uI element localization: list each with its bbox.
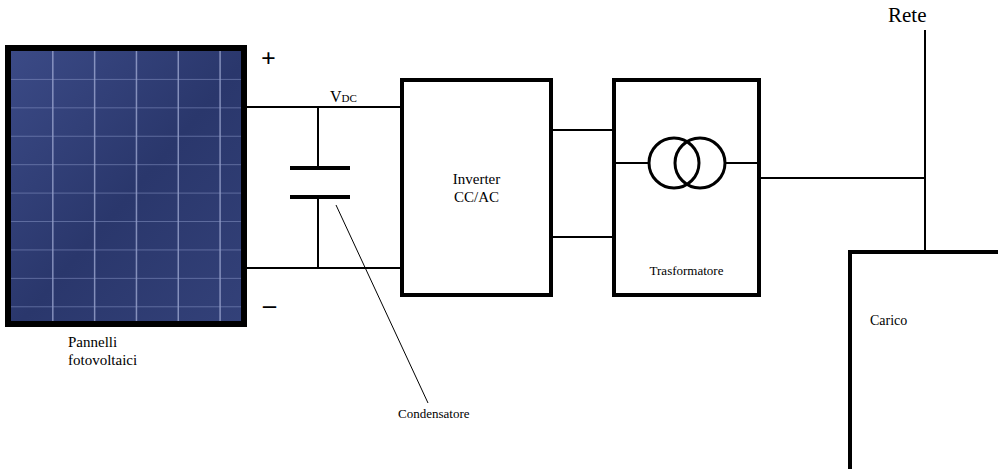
cell-line [136, 51, 138, 321]
load-box: Carico [848, 250, 998, 469]
grid-label: Rete [888, 3, 926, 28]
cell-line [94, 51, 96, 321]
transformer-symbol [616, 82, 757, 222]
panel-caption: Pannelli fotovoltaici [68, 333, 178, 369]
box-label: Trasformatore [616, 263, 757, 279]
cell-line [52, 51, 54, 321]
cell-line [11, 306, 241, 307]
grid-wire [924, 30, 926, 180]
polarity-sign: + [261, 44, 276, 74]
capacitor-plate [290, 166, 350, 170]
capacitor-plate [290, 195, 350, 199]
wire-connector [761, 178, 925, 250]
cell-line [11, 164, 241, 165]
panel-surface [11, 51, 241, 321]
solar-cells [11, 51, 241, 321]
cell-line [11, 107, 241, 108]
voltage-label: VDC [330, 88, 357, 106]
cell-line [11, 193, 241, 194]
wire [616, 162, 649, 164]
cell-line [11, 278, 241, 279]
wire-connector [553, 236, 612, 238]
wire [725, 162, 757, 164]
cell-line [219, 51, 221, 321]
inverter-box: Inverter CC/AC [400, 78, 553, 297]
transformer-box: Trasformatore [612, 78, 761, 297]
box-label: Carico [870, 312, 907, 329]
wire-connector [553, 129, 612, 131]
capacitor-symbol [290, 107, 350, 268]
cell-line [11, 221, 241, 222]
winding-circle [675, 138, 725, 188]
part-label: Condensatore [398, 406, 469, 422]
wire-connector [247, 106, 400, 108]
cell-line [11, 249, 241, 250]
wire [317, 107, 319, 168]
box-label: Inverter CC/AC [432, 170, 522, 206]
polarity-sign: – [263, 290, 276, 320]
cell-line [178, 51, 180, 321]
cell-line [11, 136, 241, 137]
pv-panel: Pannelli fotovoltaici [5, 45, 247, 327]
wire [317, 197, 319, 268]
wire-connector [247, 267, 400, 269]
cell-line [11, 79, 241, 80]
